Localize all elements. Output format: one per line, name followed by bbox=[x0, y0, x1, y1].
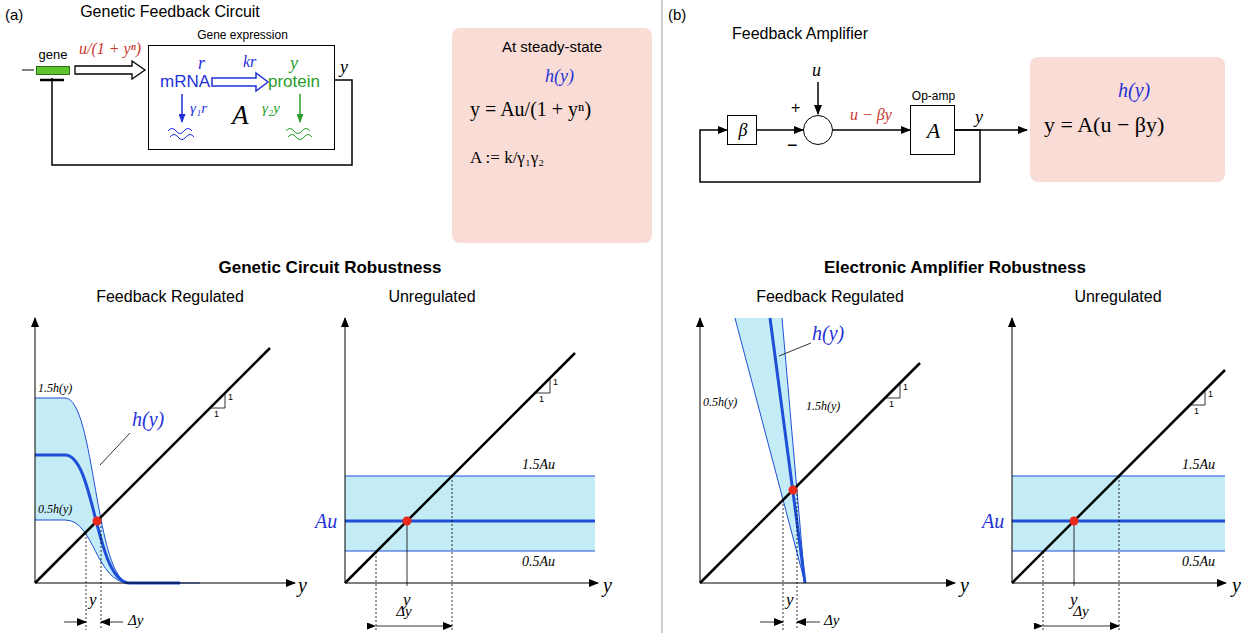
label: γ₁r bbox=[190, 100, 207, 117]
hollow-arrow bbox=[75, 61, 145, 79]
label: h(y) bbox=[132, 408, 164, 431]
node-text: Gene expression bbox=[149, 29, 336, 43]
label: y bbox=[340, 57, 348, 78]
expression-box: Gene expressionA bbox=[148, 45, 335, 150]
label: Δy bbox=[1073, 603, 1088, 620]
label: 1 bbox=[214, 409, 219, 419]
translation-arrow bbox=[212, 73, 268, 91]
node-text: A bbox=[232, 100, 249, 131]
label: Δy bbox=[824, 612, 839, 629]
plot-unregulated-amplifier bbox=[1012, 318, 1226, 630]
label: 1 bbox=[1194, 406, 1199, 416]
label: y bbox=[786, 590, 794, 610]
node-text: A := k/γ₁γ₂ bbox=[470, 148, 544, 168]
divider bbox=[662, 0, 663, 633]
summing-junction: +− bbox=[803, 115, 833, 145]
label: h(y) bbox=[812, 322, 844, 345]
node-text: y = Au/(1 + yⁿ) bbox=[470, 98, 591, 121]
node-text: y = A(u − βy) bbox=[1044, 112, 1164, 137]
node-text: + bbox=[791, 99, 800, 117]
label: Unregulated bbox=[1074, 288, 1161, 306]
label: Feedback Regulated bbox=[756, 288, 904, 306]
label: kr bbox=[243, 53, 256, 71]
label: Δy bbox=[396, 603, 411, 620]
label: Genetic Feedback Circuit bbox=[80, 3, 260, 21]
label: y bbox=[603, 574, 612, 597]
label: Au bbox=[982, 510, 1004, 533]
edge-label: u/(1 + yⁿ) bbox=[79, 40, 141, 58]
label: Au bbox=[315, 510, 337, 533]
gene-bar bbox=[36, 66, 70, 75]
label: u bbox=[812, 60, 821, 81]
gene-box: gene bbox=[34, 48, 72, 78]
label: 1.5Au bbox=[522, 457, 555, 473]
label: 1 bbox=[553, 377, 558, 387]
label: γ₂y bbox=[262, 100, 280, 117]
label: 1.5h(y) bbox=[38, 382, 72, 396]
label: y bbox=[290, 53, 298, 74]
label: 1 bbox=[903, 382, 908, 392]
label: 0.5h(y) bbox=[38, 503, 72, 517]
connector bbox=[757, 129, 803, 131]
beta-box: β bbox=[727, 115, 757, 145]
label: y bbox=[298, 574, 307, 597]
label: 1.5h(y) bbox=[806, 400, 840, 414]
label: 0.5h(y) bbox=[703, 396, 737, 410]
label: Feedback Regulated bbox=[96, 288, 244, 306]
label: Genetic Circuit Robustness bbox=[219, 258, 442, 278]
label: 1 bbox=[889, 399, 894, 409]
label: Unregulated bbox=[388, 288, 475, 306]
steady-state-box: At steady-state h(y) y = Au/(1 + yⁿ) A := k… bbox=[452, 28, 652, 243]
connector bbox=[833, 129, 910, 131]
node-text: − bbox=[787, 135, 798, 156]
label: 1 bbox=[228, 392, 233, 402]
node-text: Op-amp bbox=[911, 90, 956, 104]
label: y bbox=[89, 590, 97, 610]
edge-label: u − βy bbox=[850, 106, 892, 124]
amplifier-equation-box: h(y) y = A(u − βy) bbox=[1030, 57, 1225, 182]
label: mRNA bbox=[160, 72, 210, 92]
label: y bbox=[975, 107, 983, 128]
label: protein bbox=[268, 72, 320, 92]
label: 0.5Au bbox=[1182, 554, 1215, 570]
node-text: gene bbox=[34, 48, 72, 63]
node-text: At steady-state bbox=[452, 38, 652, 55]
label: r bbox=[198, 53, 205, 74]
label: 0.5Au bbox=[522, 554, 555, 570]
label: Δy bbox=[128, 612, 143, 629]
plot-feedback-amplifier bbox=[700, 318, 955, 630]
plot-unregulated-genetic bbox=[345, 318, 598, 630]
label: (b) bbox=[668, 6, 686, 23]
label: y bbox=[1232, 574, 1241, 597]
label: (a) bbox=[5, 6, 23, 23]
label: 1 bbox=[539, 394, 544, 404]
connector bbox=[52, 78, 352, 165]
node-text: h(y) bbox=[545, 66, 574, 87]
node-text: β bbox=[728, 120, 758, 141]
label: y bbox=[960, 574, 969, 597]
label: Feedback Amplifier bbox=[732, 25, 868, 43]
label: Electronic Amplifier Robustness bbox=[824, 258, 1086, 278]
op-amp-box: Op-ampA bbox=[910, 105, 955, 155]
label: 1 bbox=[1208, 389, 1213, 399]
plot-feedback-genetic bbox=[35, 318, 295, 630]
node-text: A bbox=[911, 118, 956, 143]
label: 1.5Au bbox=[1182, 457, 1215, 473]
node-text: h(y) bbox=[1118, 79, 1150, 102]
degradation-arrows bbox=[168, 94, 312, 140]
